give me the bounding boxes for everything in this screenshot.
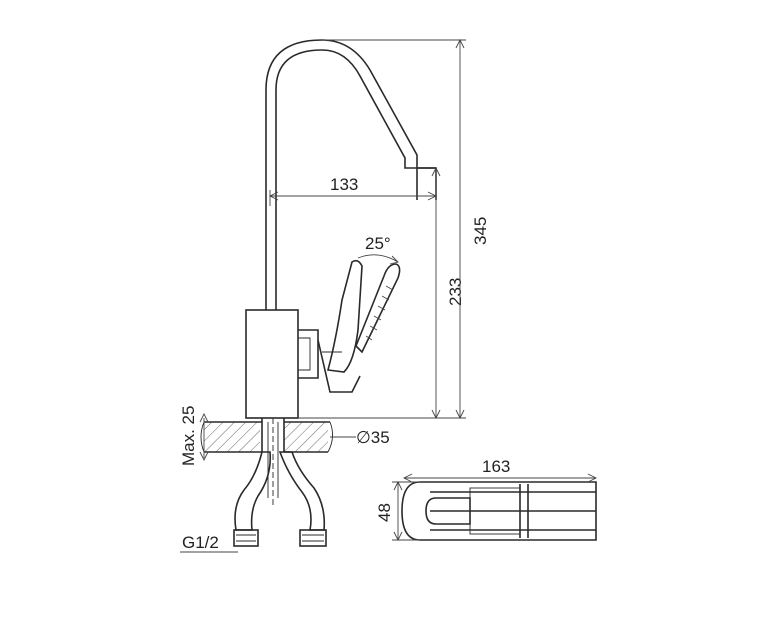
faucet-handle (317, 259, 401, 393)
mounting-shank (267, 418, 279, 505)
flexible-hoses (233, 451, 327, 547)
spout-reach-label: 133 (330, 175, 358, 194)
overall-height-label: 345 (471, 217, 490, 245)
max-thickness-label: Max. 25 (179, 406, 198, 466)
spout-height-label: 233 (446, 278, 465, 306)
base-diameter-callout: ∅35 (330, 428, 390, 447)
countertop-section (200, 418, 333, 453)
top-view-width-dimension: 48 (375, 480, 420, 542)
faucet-body (245, 309, 319, 419)
overall-height-dimension: 345 (298, 38, 490, 420)
top-view-width-label: 48 (375, 503, 394, 522)
deck-thickness-dimension: Max. 25 (179, 406, 209, 466)
top-view-length-label: 163 (482, 457, 510, 476)
top-view-length-dimension: 163 (402, 457, 598, 483)
spout-reach-dimension: 133 (268, 175, 438, 206)
handle-angle-dimension: 25° (357, 234, 399, 265)
base-diameter-label: ∅35 (356, 428, 390, 447)
thread-size-callout: G1/2 (180, 533, 238, 553)
thread-size-label: G1/2 (182, 533, 219, 552)
handle-angle-label: 25° (365, 234, 391, 253)
faucet-top-view (401, 481, 597, 541)
